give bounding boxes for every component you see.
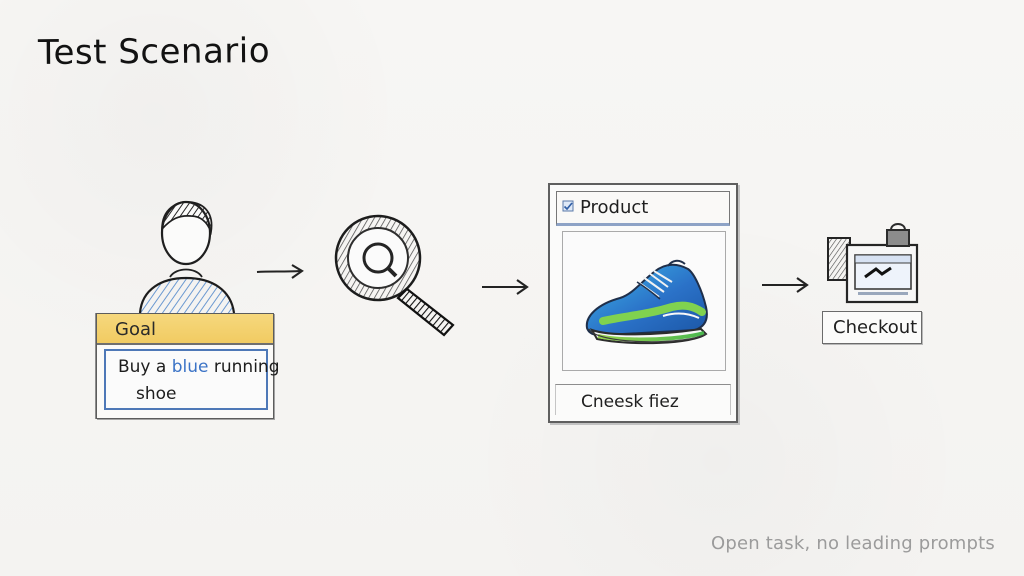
goal-text-prefix: Buy a (118, 357, 172, 377)
product-header: Product (556, 191, 730, 226)
product-caption-box: Cneesk fiez (555, 384, 731, 415)
page-title: Test Scenario (37, 30, 271, 74)
goal-text-line-1: Buy a blue running (118, 357, 280, 377)
checkmark-icon (562, 200, 574, 212)
footer-note: Open task, no leading prompts (711, 533, 996, 554)
checkout-button[interactable]: Checkout (822, 311, 922, 344)
person-icon (138, 200, 236, 314)
goal-description-box: Buy a blue running shoe (104, 349, 280, 410)
checkout-device-icon (827, 223, 919, 304)
goal-text-line-2: shoe (136, 384, 177, 404)
checkout-label: Checkout (833, 317, 918, 338)
arrow-right-icon (762, 277, 809, 293)
goal-text-highlight: blue (171, 357, 209, 377)
goal-header: Goal (97, 314, 273, 345)
product-title: Product (580, 197, 649, 218)
running-shoe-icon (585, 259, 708, 345)
lock-icon (886, 223, 910, 247)
product-image-frame[interactable] (562, 231, 726, 371)
goal-card: Goal Buy a blue running shoe (96, 313, 280, 419)
goal-header-label: Goal (115, 319, 156, 340)
product-caption: Cneesk fiez (581, 392, 679, 412)
arrow-right-icon (256, 264, 304, 279)
product-card[interactable]: Product (548, 183, 738, 423)
goal-text-suffix: running (208, 357, 280, 377)
arrow-right-icon (481, 279, 529, 295)
search-icon (334, 214, 455, 337)
